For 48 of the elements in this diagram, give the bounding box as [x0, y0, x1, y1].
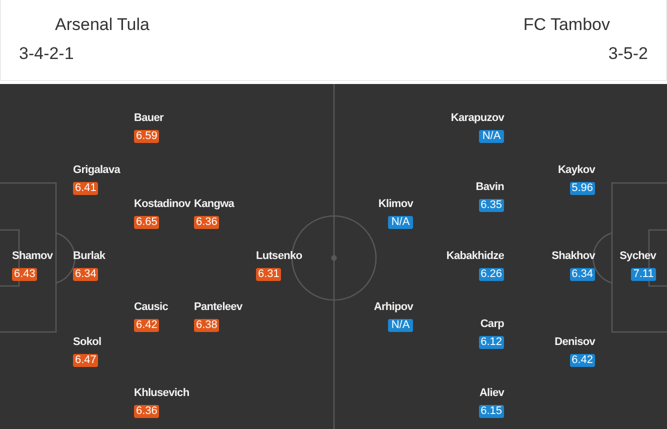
player-rating: 6.31: [256, 268, 282, 280]
player-rating: 6.26: [478, 268, 504, 280]
player-name: Kaykov: [558, 164, 595, 176]
player-rating: 6.34: [73, 268, 98, 280]
player-rating: N/A: [388, 318, 413, 332]
player-rating: 6.36: [194, 216, 220, 228]
player-name: Bauer: [134, 112, 164, 124]
player-name: Arhipov: [374, 300, 413, 314]
player-rating: 6.41: [73, 182, 98, 194]
player-name: Grigalava: [73, 164, 120, 176]
player-rating: 6.59: [134, 130, 160, 142]
player-rating: 6.42: [570, 354, 595, 366]
player-name: Klimov: [378, 198, 413, 210]
player-name: Karapuzov: [450, 112, 504, 124]
player-name: Kostadinov: [134, 198, 190, 210]
formation: 3-5-2: [608, 44, 648, 64]
player-name: Burlak: [73, 250, 106, 262]
team-name: Arsenal Tula: [55, 15, 150, 35]
player-rating: N/A: [388, 216, 413, 228]
player-name: Bavin: [476, 180, 504, 194]
player-name: Kangwa: [194, 198, 234, 210]
player-rating: 6.35: [478, 198, 504, 212]
player-name: Khlusevich: [134, 386, 190, 400]
player-rating: N/A: [479, 130, 504, 142]
player-name: Sokol: [73, 336, 102, 348]
player-rating: 6.36: [134, 404, 160, 418]
player-rating: 6.42: [134, 318, 160, 332]
player-name: Kabakhidze: [446, 250, 504, 262]
player-rating: 6.12: [478, 336, 504, 348]
formation: 3-4-2-1: [19, 44, 74, 64]
player-name: Causic: [134, 300, 168, 314]
player-rating: 6.65: [134, 216, 160, 228]
player-name: Denisov: [554, 336, 595, 348]
team-name: FC Tambov: [523, 15, 610, 35]
player-rating: 5.96: [570, 182, 595, 194]
player-rating: 6.43: [12, 268, 38, 280]
player-name: Lutsenko: [256, 250, 302, 262]
player-name: Shamov: [12, 250, 53, 262]
player-rating: 7.11: [631, 268, 656, 280]
player-name: Carp: [480, 318, 504, 330]
player-rating: 6.38: [194, 318, 220, 332]
player-name: Sychev: [620, 250, 656, 262]
player-name: Panteleev: [194, 300, 242, 314]
player-rating: 6.15: [478, 404, 504, 418]
player-rating: 6.34: [570, 268, 595, 280]
player-rating: 6.47: [73, 354, 98, 366]
player-name: Aliev: [479, 386, 504, 400]
player-name: Shakhov: [552, 250, 595, 262]
